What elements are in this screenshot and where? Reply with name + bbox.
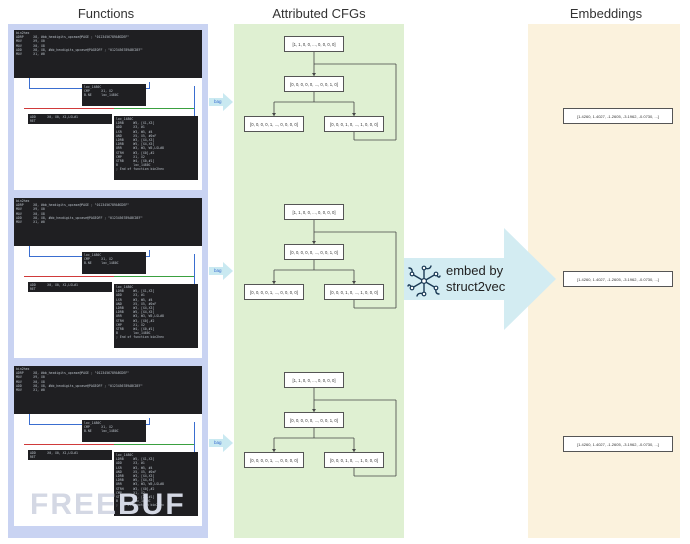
cfg-node-condition: [0, 0, 0, 0, 0, ..., 0, 0, 1, 0] [284,412,344,428]
cfg-node-condition: [0, 0, 0, 0, 0, ..., 0, 0, 1, 0] [284,76,344,92]
cfg-edge [149,418,150,425]
disasm-head-block: bin2hex ADRP X8, #bb_hexdigits_upcase@PA… [14,198,202,246]
cfg-node-exit: [0, 0, 0, 0, 1, ..., 0, 0, 0, 0] [244,452,304,468]
cfg-edge [114,108,194,109]
cfg-edge [24,276,114,277]
embeddings-title: Embeddings [569,6,643,21]
cfg-node-loop: [0, 0, 0, 1, 0, ..., 1, 0, 0, 0] [324,284,384,300]
disasm-loop-block: loc_1480C LDRB W5, [X1,X3] ADD X3, #1 LS… [114,452,198,516]
struct2vec-icon [407,265,441,297]
embedding-vector-3: [1.4260, 1.4027, -1.2605, -3.1962, -0.07… [563,436,673,452]
cfg-node-entry: [1, 1, 0, 0, ..., 0, 0, 0, 0] [284,204,344,220]
bag-arrow [209,262,233,280]
function-card: bin2hex ADRP X8, #bb_hexdigits_upcase@PA… [14,366,202,526]
cfg-edge [24,444,114,445]
cfg-edge [114,444,194,445]
cfg-node-exit: [0, 0, 0, 0, 1, ..., 0, 0, 0, 0] [244,284,304,300]
functions-title: Functions [77,6,135,21]
disasm-exit-block: ADD X0, X0, X1,LSL#1 RET [28,450,112,460]
cfg-edge [149,250,150,257]
bag-label: bag [214,440,222,445]
cfg-edge [114,276,194,277]
disasm-cond-block: loc_1480C CMP X1, X2 B.NE loc_1480C [82,84,146,106]
disasm-loop-block: loc_1480C LDRB W5, [X1,X3] ADD X3, #1 LS… [114,116,198,180]
disasm-head-block: bin2hex ADRP X8, #bb_hexdigits_upcase@PA… [14,366,202,414]
embedding-vector-2: [1.4260, 1.4027, -1.2605, -3.1962, -0.07… [563,271,673,287]
cfgs-title: Attributed CFGs [272,6,366,21]
disasm-loop-block: loc_1480C LDRB W5, [X1,X3] ADD X3, #1 LS… [114,284,198,348]
function-card: bin2hex ADRP X8, #bb_hexdigits_upcase@PA… [14,198,202,358]
disasm-cond-block: loc_1480C CMP X1, X2 B.NE loc_1480C [82,252,146,274]
disasm-exit-block: ADD X0, X0, X1,LSL#1 RET [28,114,112,124]
bag-arrow [209,434,233,452]
disasm-cond-block: loc_1480C CMP X1, X2 B.NE loc_1480C [82,420,146,442]
bag-label: bag [214,268,222,273]
embed-label-line2: struct2vec [446,279,506,294]
cfg-edge [149,82,150,89]
watermark-logo: FREEBUF [30,488,186,521]
bag-arrow [209,93,233,111]
cfg-node-loop: [0, 0, 0, 1, 0, ..., 1, 0, 0, 0] [324,116,384,132]
disasm-head-block: bin2hex ADRP X8, #bb_hexdigits_upcase@PA… [14,30,202,78]
embed-label: embed by struct2vec [446,263,505,295]
cfg-edge [29,246,30,256]
embed-label-line1: embed by [446,263,504,278]
cfg-node-condition: [0, 0, 0, 0, 0, ..., 0, 0, 1, 0] [284,244,344,260]
embedding-vector-1: [1.4260, 1.4027, -1.2605, -3.1962, -0.07… [563,108,673,124]
bag-label: bag [214,99,222,104]
function-card: bin2hex ADRP X8, #bb_hexdigits_upcase@PA… [14,30,202,190]
cfg-node-entry: [1, 1, 0, 0, ..., 0, 0, 0, 0] [284,36,344,52]
cfg-edge [29,414,30,424]
cfg-node-loop: [0, 0, 0, 1, 0, ..., 1, 0, 0, 0] [324,452,384,468]
cfg-edge [24,108,114,109]
cfg-edge [29,78,30,88]
cfg-node-exit: [0, 0, 0, 0, 1, ..., 0, 0, 0, 0] [244,116,304,132]
cfg-node-entry: [1, 1, 0, 0, ..., 0, 0, 0, 0] [284,372,344,388]
disasm-exit-block: ADD X0, X0, X1,LSL#1 RET [28,282,112,292]
embed-arrow [404,228,556,330]
